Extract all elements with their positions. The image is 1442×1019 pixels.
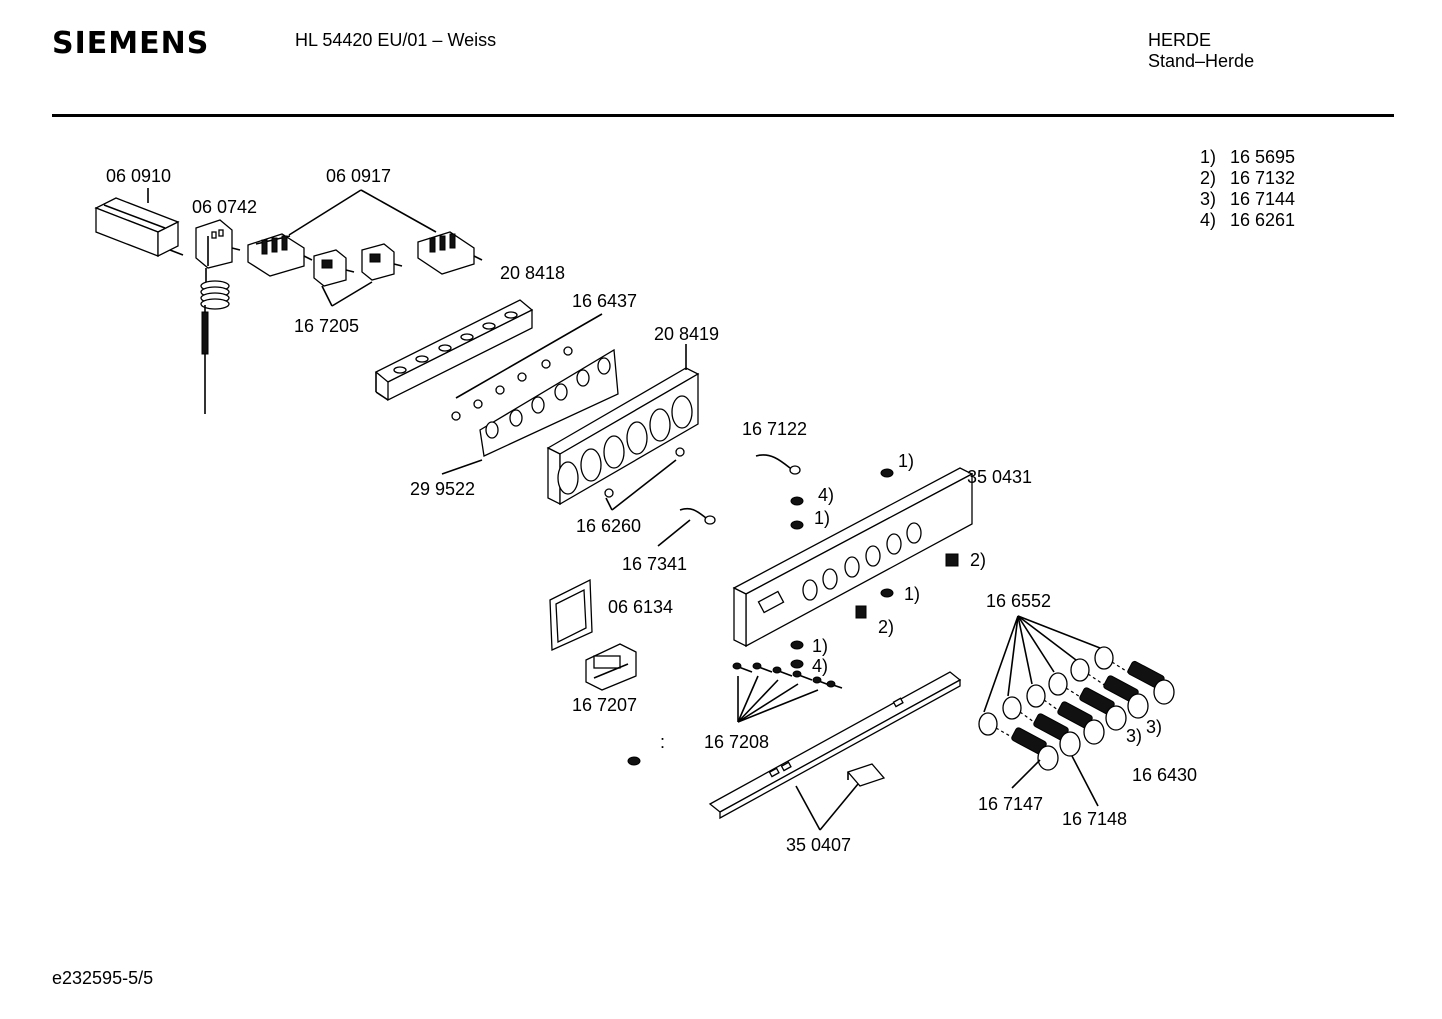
part-label-166552: 16 6552 <box>986 591 1051 611</box>
part-label-167147: 16 7147 <box>978 794 1043 814</box>
brand-logo: SIEMENS <box>52 26 210 61</box>
callout-1: 1) <box>814 508 830 528</box>
callout-4: 4) <box>812 656 828 676</box>
display-cover-part <box>549 578 593 651</box>
part-label-060917: 06 0917 <box>326 166 391 186</box>
callout-2: 2) <box>878 617 894 637</box>
front-fascia-panel-part <box>732 467 974 648</box>
electronic-timer-part <box>585 643 637 691</box>
legend-key: 3) <box>1200 189 1217 209</box>
part-label-166430: 16 6430 <box>1132 765 1197 785</box>
washer-part <box>880 588 894 598</box>
grommet-part <box>675 447 685 457</box>
part-label-166437: 16 6437 <box>572 291 637 311</box>
screw-set <box>732 662 843 689</box>
legend-row: 3) 16 7144 <box>1200 189 1295 210</box>
part-label-066134: 06 6134 <box>608 597 673 617</box>
part-label-060742: 06 0742 <box>192 197 257 217</box>
bottom-rail-part <box>708 671 962 820</box>
legend-row: 2) 16 7132 <box>1200 168 1295 189</box>
callout-colon: : <box>660 732 665 752</box>
energy-regulator-part <box>313 249 355 287</box>
terminal-block-part <box>94 197 184 258</box>
document-id: e232595-5/5 <box>52 968 154 988</box>
washer-part <box>790 640 804 650</box>
grommet-part <box>604 488 614 498</box>
part-label-167341: 16 7341 <box>622 554 687 574</box>
part-label-208418: 20 8418 <box>500 263 565 283</box>
callout-1: 1) <box>812 636 828 656</box>
model-title: HL 54420 EU/01 – Weiss <box>295 30 497 50</box>
legend-key: 1) <box>1200 147 1217 167</box>
part-label-166260: 16 6260 <box>576 516 641 536</box>
part-label-167148: 16 7148 <box>1062 809 1127 829</box>
selector-switch-part <box>247 233 313 277</box>
part-label-167205: 16 7205 <box>294 316 359 336</box>
grommet-set <box>451 346 573 421</box>
callout-1: 1) <box>904 584 920 604</box>
part-label-299522: 29 9522 <box>410 479 475 499</box>
callout-4: 4) <box>818 485 834 505</box>
legend-value: 16 7144 <box>1230 189 1296 209</box>
energy-regulator-part <box>361 243 403 281</box>
category-label: HERDE <box>1148 30 1212 50</box>
legend-row: 4) 16 6261 <box>1200 210 1295 231</box>
legend-value: 16 7132 <box>1230 168 1296 188</box>
clip-part <box>945 553 959 567</box>
washer-part <box>790 520 804 530</box>
legend-row: 1) 16 5695 <box>1200 147 1295 168</box>
indicator-lamp-part <box>755 454 801 475</box>
legend-value: 16 6261 <box>1230 210 1296 230</box>
callout-2: 2) <box>970 550 986 570</box>
callout-3: 3) <box>1146 717 1162 737</box>
callout-1: 1) <box>898 451 914 471</box>
header-divider <box>52 114 1394 117</box>
callout-3: 3) <box>1126 726 1142 746</box>
rail-bracket-part <box>846 763 886 787</box>
part-label-350431: 35 0431 <box>967 467 1032 487</box>
callout-legend: 1) 16 5695 2) 16 7132 3) 16 7144 4) 16 6261 <box>1200 147 1295 231</box>
insulation-gasket-part <box>479 348 619 457</box>
washer-part <box>880 468 894 478</box>
legend-value: 16 5695 <box>1230 147 1296 167</box>
part-label-167208: 16 7208 <box>704 732 769 752</box>
part-label-167122: 16 7122 <box>742 419 807 439</box>
part-label-060910: 06 0910 <box>106 166 171 186</box>
clip-part <box>855 605 867 619</box>
part-label-167207: 16 7207 <box>572 695 637 715</box>
legend-key: 2) <box>1200 168 1217 188</box>
washer-part <box>790 496 804 506</box>
selector-switch-part <box>417 231 483 275</box>
rear-mounting-bracket-part <box>374 299 534 402</box>
legend-key: 4) <box>1200 210 1217 230</box>
knob-ring-set <box>978 646 1114 736</box>
subcategory-label: Stand–Herde <box>1148 51 1255 71</box>
part-label-208419: 20 8419 <box>654 324 719 344</box>
control-panel-frame-part <box>546 367 700 506</box>
control-knob-set <box>995 660 1175 771</box>
washer-part <box>790 659 804 669</box>
washer-part <box>627 756 641 766</box>
indicator-lamp-part <box>679 507 716 525</box>
part-label-350407: 35 0407 <box>786 835 851 855</box>
thermostat-part <box>195 219 241 414</box>
